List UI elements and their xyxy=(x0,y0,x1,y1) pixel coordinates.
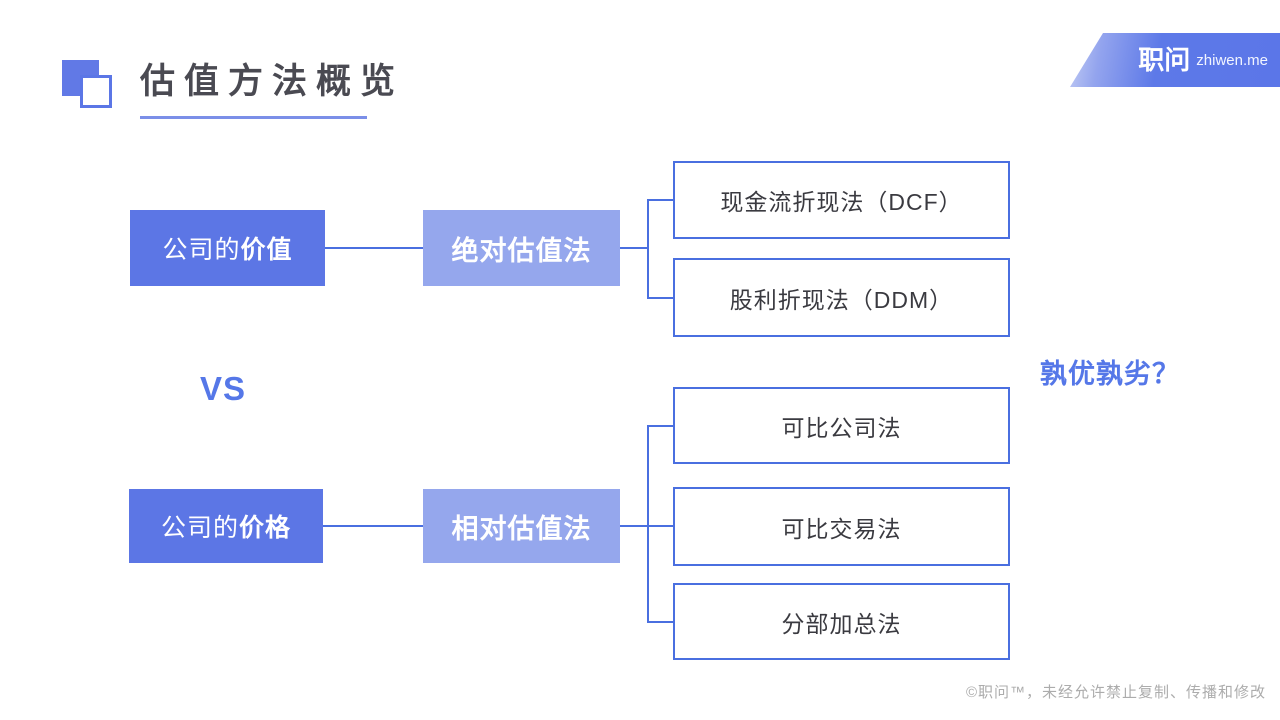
leaf-box-ddm: 股利折现法（DDM） xyxy=(673,258,1010,337)
source-prefix: 公司的 xyxy=(160,514,239,542)
connector-line xyxy=(323,525,423,527)
source-prefix: 公司的 xyxy=(162,236,241,264)
copyright-note: ©职问™，未经允许禁止复制、传播和修改 xyxy=(965,684,1266,701)
brand-logo-text: 职问 xyxy=(1138,45,1191,75)
connector-line xyxy=(620,525,673,527)
brand-banner: 职问 zhiwen.me xyxy=(1070,33,1280,87)
connector-line xyxy=(648,425,673,427)
leaf-box-dcf: 现金流折现法（DCF） xyxy=(673,161,1010,239)
connector-line xyxy=(620,247,648,249)
connector-line xyxy=(647,425,649,623)
outlined-square-shape xyxy=(80,75,112,108)
source-emphasis: 价格 xyxy=(239,514,292,542)
connector-line xyxy=(648,621,673,623)
connector-line xyxy=(648,297,673,299)
page-title: 估值方法概览 xyxy=(140,62,405,101)
method-box-relative: 相对估值法 xyxy=(423,489,620,563)
brand-site-text: zhiwen.me xyxy=(1196,51,1268,69)
source-box-value: 公司的价值 xyxy=(130,210,325,286)
title-underline xyxy=(140,116,367,119)
connector-line xyxy=(648,199,673,201)
vs-label: VS xyxy=(200,370,247,407)
leaf-box-sum-of-the-parts: 分部加总法 xyxy=(673,583,1010,660)
connector-line xyxy=(647,199,649,299)
connector-line xyxy=(325,247,423,249)
leaf-box-comparable-companies: 可比公司法 xyxy=(673,387,1010,464)
question-label: 孰优孰劣？ xyxy=(1040,359,1180,389)
source-box-price: 公司的价格 xyxy=(129,489,323,563)
leaf-box-comparable-transactions: 可比交易法 xyxy=(673,487,1010,566)
method-box-absolute: 绝对估值法 xyxy=(423,210,620,286)
overlap-squares-icon xyxy=(62,60,114,110)
source-emphasis: 价值 xyxy=(240,236,293,264)
